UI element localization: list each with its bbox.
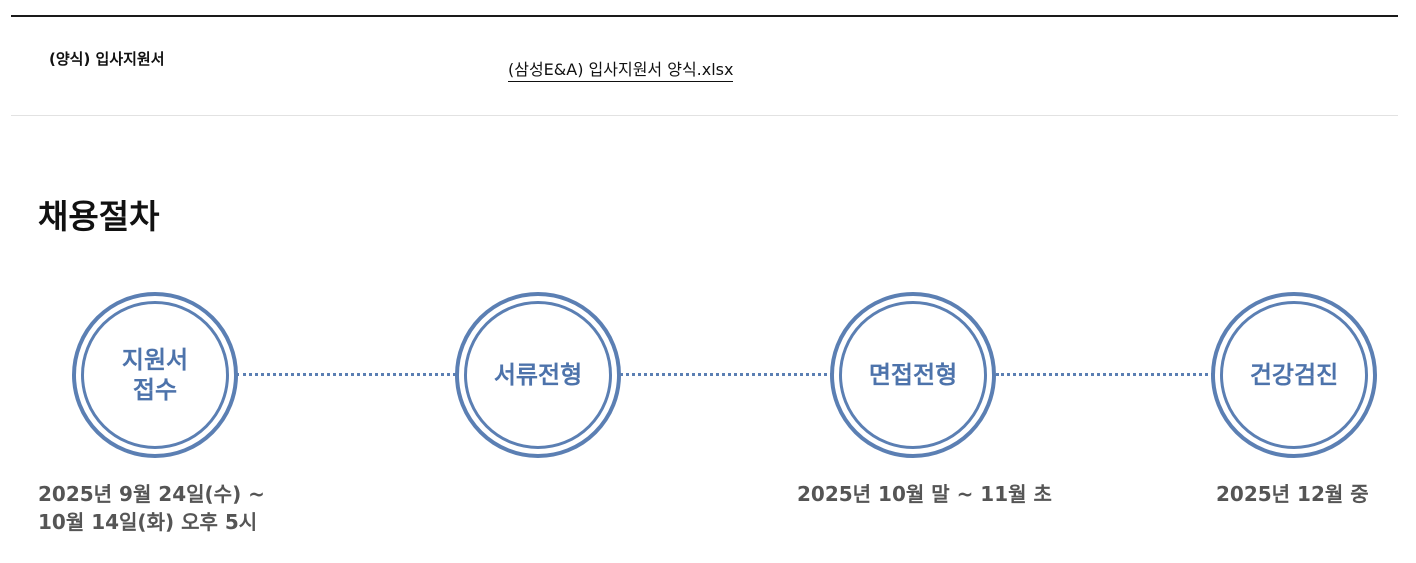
step-interview-date: 2025년 10월 말 ~ 11월 초 (797, 482, 1052, 506)
step-document-screening-label: 서류전형 (493, 361, 583, 389)
table-top-border (11, 15, 1398, 17)
step-health-check-date: 2025년 12월 중 (1216, 482, 1369, 506)
step-application-circle: 지원서 접수 (72, 292, 238, 458)
step-document-screening-inner-ring: 서류전형 (464, 301, 612, 449)
step-interview-circle: 면접전형 (830, 292, 996, 458)
step-connector-3 (996, 373, 1214, 376)
step-document-screening-circle: 서류전형 (455, 292, 621, 458)
form-row-label: (양식) 입사지원서 (49, 50, 165, 68)
step-interview-inner-ring: 면접전형 (839, 301, 987, 449)
application-form-download-link[interactable]: (삼성E&A) 입사지원서 양식.xlsx (508, 56, 734, 82)
step-application-inner-ring: 지원서 접수 (81, 301, 229, 449)
step-health-check-label: 건강검진 (1249, 361, 1339, 389)
section-title: 채용절차 (38, 197, 160, 236)
step-connector-1 (236, 373, 456, 376)
step-health-check-inner-ring: 건강검진 (1220, 301, 1368, 449)
form-download-row: (양식) 입사지원서 (삼성E&A) 입사지원서 양식.xlsx (11, 17, 1398, 116)
step-connector-2 (620, 373, 833, 376)
step-application-date: 2025년 9월 24일(수) ~ 10월 14일(화) 오후 5시 (38, 482, 265, 534)
step-interview-label: 면접전형 (868, 361, 958, 389)
step-health-check-circle: 건강검진 (1211, 292, 1377, 458)
step-application-label: 지원서 접수 (121, 346, 189, 404)
